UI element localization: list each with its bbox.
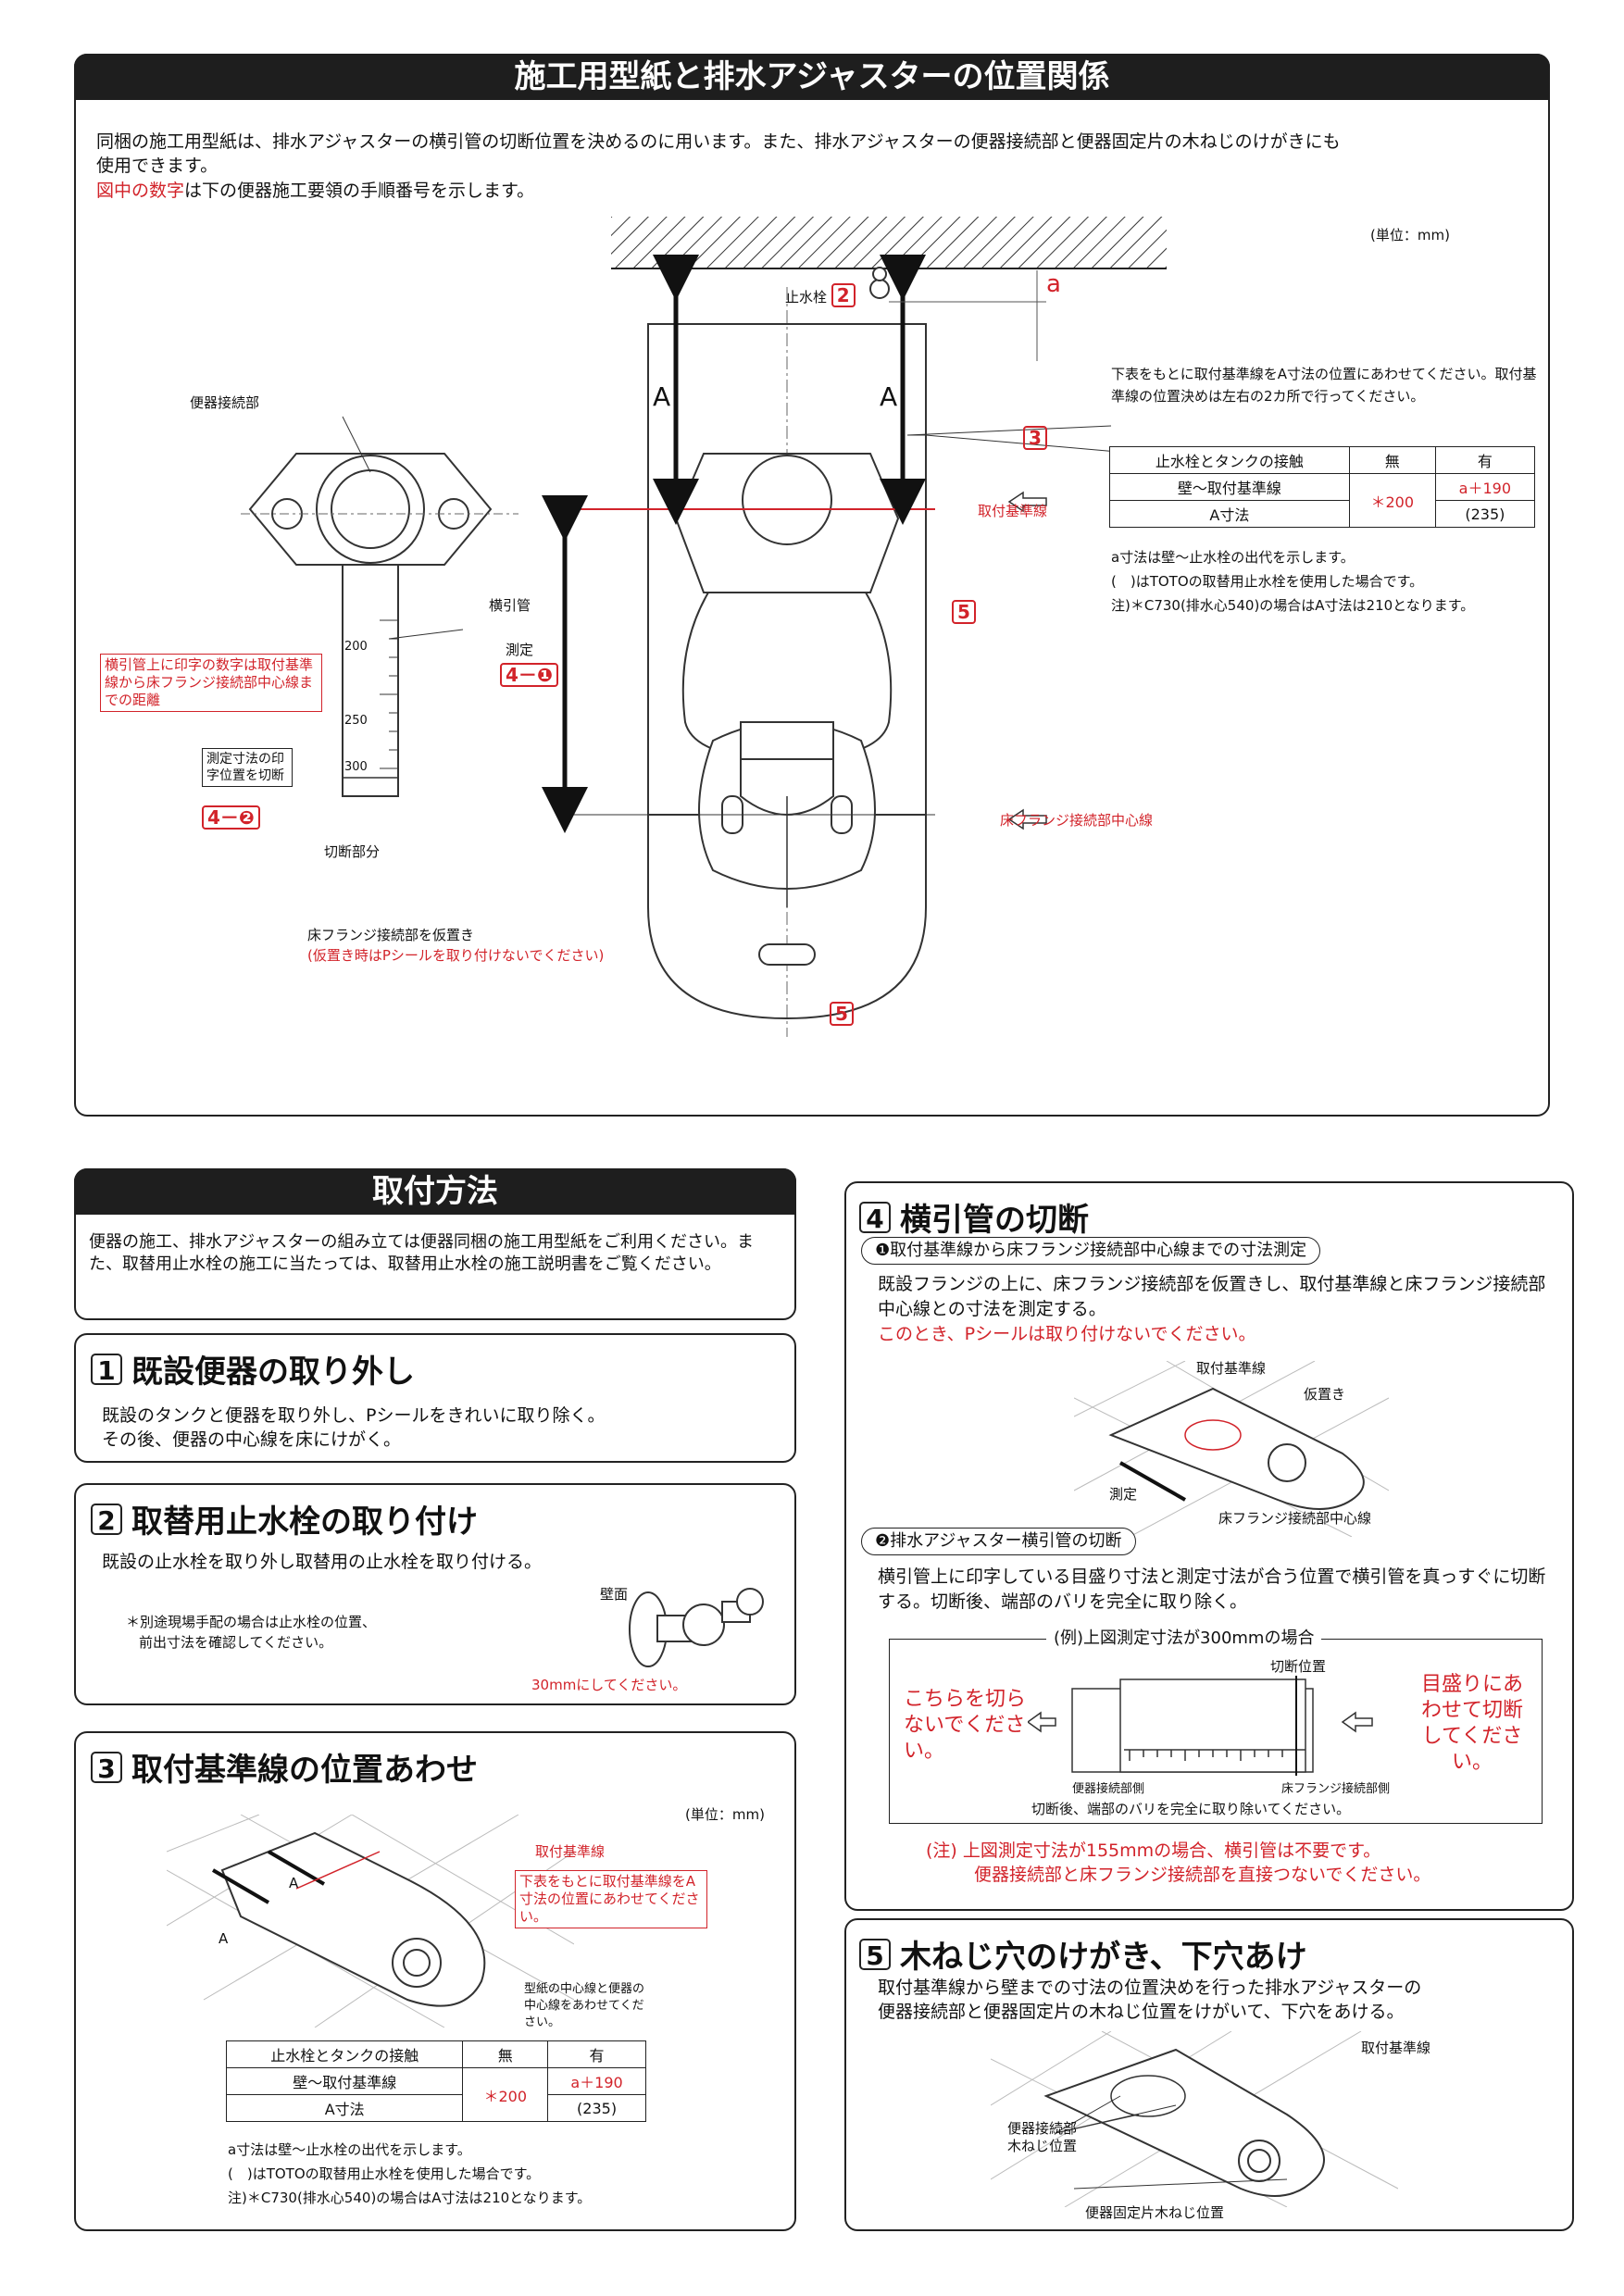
s4-d-center: 床フランジ接続部中心線: [1218, 1510, 1372, 1527]
s2-red: 30mmにしてください。: [531, 1677, 687, 1693]
intro-red: 図中の数字: [96, 181, 185, 201]
label-karioki-note: (仮置き時はPシールを取り付けないでください): [307, 947, 605, 964]
s3-kijun: 取付基準線: [535, 1843, 606, 1860]
s4-t2: 横引管上に印字している目盛り寸法と測定寸法が合う位置で横引管を真っすぐに切断する…: [878, 1566, 1546, 1612]
s4-right-red: 目盛りにあわせて切断してください。: [1420, 1673, 1523, 1774]
s4-bari: 切断後、端部のバリを完全に取り除いてください。: [1031, 1801, 1351, 1817]
arrow-kijun: [1007, 491, 1047, 513]
s5-drawing: [991, 2031, 1398, 2207]
s1-l2: その後、便器の中心線を床にけがく。: [102, 1429, 402, 1450]
s4-side2: 床フランジ接続部側: [1281, 1782, 1391, 1796]
top-note-1: ( )はTOTOの取替用止水栓を使用した場合です。: [1111, 573, 1424, 590]
s5-t1: 取付基準線から壁までの寸法の位置決めを行った排水アジャスターの: [878, 1978, 1422, 1998]
hollow-arrow-left: [1028, 1711, 1056, 1733]
top-intro-2: 使用できます。: [96, 156, 219, 176]
method-text: 便器の施工、排水アジャスターの組み立ては便器同梱の施工用型紙をご利用ください。ま…: [89, 1232, 755, 1274]
s2-l1: 既設の止水栓を取り外し取替用の止水栓を取り付ける。: [102, 1552, 543, 1572]
s2-wall: 壁面: [600, 1586, 629, 1603]
s3-unit: (単位：mm): [685, 1806, 765, 1823]
label-yokobikikan: 横引管: [489, 597, 531, 614]
s3-A2: A: [219, 1930, 229, 1947]
s3-panel: [74, 1731, 796, 2231]
wall-hatch: [611, 217, 1167, 268]
top-diagram: [241, 217, 1167, 1037]
yokobikikan-pipe: [342, 564, 399, 797]
top-intro-3: 図中の数字は下の便器施工要領の手順番号を示します。: [96, 179, 534, 204]
label-step4-1: 4－❶: [500, 663, 558, 687]
s1-panel: [74, 1333, 796, 1463]
s4-box-title: (例)上図測定寸法が300mmの場合: [1046, 1629, 1322, 1648]
label-step4-2: 4－❷: [202, 805, 260, 830]
label-kijun: 取付基準線: [978, 503, 1048, 519]
s3-redbox: 下表をもとに取付基準線をA寸法の位置にあわせてください。: [515, 1870, 707, 1928]
s4-t1: 既設フランジの上に、床フランジ接続部を仮置きし、取付基準線と床フランジ接続部中心…: [878, 1274, 1546, 1319]
right-note: 下表をもとに取付基準線をA寸法の位置にあわせてください。取付基準線の位置決めは左…: [1111, 366, 1537, 405]
s2-note2: 前出寸法を確認してください。: [139, 1634, 333, 1651]
label-step5a: 5: [952, 600, 976, 624]
s5-benki: 便器接続部木ねじ位置: [1007, 2120, 1078, 2154]
s4-d-karioki: 仮置き: [1304, 1386, 1346, 1403]
s2-panel: [74, 1483, 796, 1705]
s3-note-2: 注)＊C730(排水心540)の場合はA寸法は210となります。: [228, 2190, 592, 2206]
scale-250: 250: [344, 714, 368, 728]
label-step5b: 5: [830, 1002, 854, 1026]
s2-note1: ＊別途現場手配の場合は止水栓の位置、: [126, 1614, 377, 1630]
arrow-flange: [1007, 808, 1047, 830]
intro-rest: は下の便器施工要領の手順番号を示します。: [184, 181, 535, 201]
scale-200: 200: [344, 640, 368, 654]
label-a: a: [1046, 270, 1061, 298]
top-unit: (単位：mm): [1370, 227, 1450, 243]
top-note-2: 注)＊C730(排水心540)の場合はA寸法は210となります。: [1111, 597, 1475, 614]
s2-valve-drawing: [629, 1588, 764, 1667]
s4-side1: 便器接続部側: [1072, 1782, 1145, 1796]
top-note-0: a寸法は壁～止水栓の出代を示します。: [1111, 549, 1355, 566]
label-benki-setsuzoku: 便器接続部: [190, 394, 260, 411]
s4-drawing1: [1074, 1361, 1389, 1537]
top-title: 施工用型紙と排水アジャスターの位置関係: [74, 54, 1550, 100]
label-A-right: A: [880, 381, 898, 412]
s3-center: 型紙の中心線と便器の中心線をあわせてください。: [524, 1982, 645, 2029]
toilet-outline: [647, 815, 927, 1020]
s4-sub1: ❶取付基準線から床フランジ接続部中心線までの寸法測定: [861, 1237, 1321, 1265]
s5-kijun: 取付基準線: [1361, 2040, 1431, 2056]
s4-left-red: こちらを切らないでください。: [904, 1688, 1027, 1763]
label-A-left: A: [653, 381, 671, 412]
measure-note: 測定寸法の印字位置を切断: [202, 748, 293, 787]
print-note: 横引管上に印字の数字は取付基準線から床フランジ接続部中心線までの距離: [100, 654, 322, 712]
s4-red1: このとき、Pシールは取り付けないでください。: [878, 1324, 1256, 1344]
label-flange: 床フランジ接続部中心線: [1000, 812, 1154, 829]
label-step3: 3: [1023, 426, 1047, 450]
label-shisuisen: 止水栓 2: [785, 283, 856, 307]
hollow-arrow-right: [1341, 1711, 1373, 1733]
s3-template: [220, 1831, 486, 2007]
s3-drawing: [167, 1815, 574, 2028]
s5-t2: 便器接続部と便器固定片の木ねじ位置をけがいて、下穴をあける。: [878, 2002, 1405, 2022]
s4-d-kijun: 取付基準線: [1196, 1360, 1267, 1377]
s4-pipe-drawing: [1028, 1676, 1373, 1776]
label-karioki: 床フランジ接続部を仮置き: [307, 927, 475, 943]
s4-cut-pos: 切断位置: [1270, 1658, 1327, 1675]
s4-d-sokutei: 測定: [1109, 1486, 1138, 1503]
label-sokutei: 測定: [506, 642, 534, 658]
method-title: 取付方法: [74, 1168, 796, 1215]
s5-kotei: 便器固定片木ねじ位置: [1085, 2204, 1225, 2221]
s4-note2: 便器接続部と床フランジ接続部を直接つないでください。: [974, 1865, 1431, 1885]
s4-sub2: ❷排水アジャスター横引管の切断: [861, 1528, 1136, 1555]
top-intro-1: 同梱の施工用型紙は、排水アジャスターの横引管の切断位置を決めるのに用います。また…: [96, 131, 1341, 152]
s4-note1: (注) 上図測定寸法が155mmの場合、横引管は不要です。: [926, 1841, 1381, 1861]
s1-l1: 既設のタンクと便器を取り外し、Pシールをきれいに取り除く。: [102, 1405, 606, 1426]
s3-note-1: ( )はTOTOの取替用止水栓を使用した場合です。: [228, 2165, 541, 2182]
scale-300: 300: [344, 760, 368, 774]
s3-A1: A: [289, 1875, 299, 1891]
label-cut-part: 切断部分: [324, 843, 381, 860]
s3-note-0: a寸法は壁～止水栓の出代を示します。: [228, 2141, 471, 2158]
